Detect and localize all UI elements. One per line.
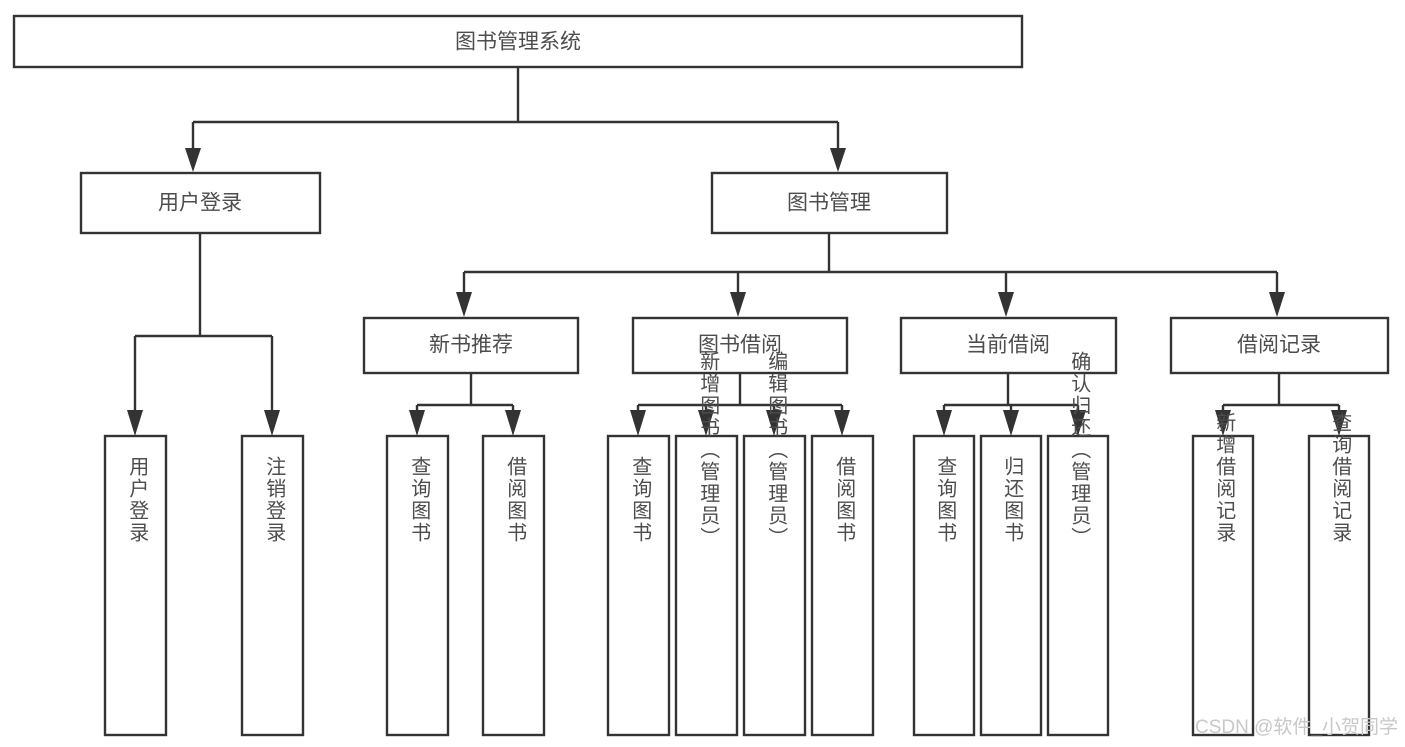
leaf-book-borrow-borrow-box[interactable] xyxy=(810,434,875,737)
node-book-borrow[interactable]: 图书借阅 xyxy=(631,316,849,375)
leaf-current-borrow-query-box[interactable] xyxy=(912,434,976,737)
leaf-book-borrow-query[interactable]: 查询图书 xyxy=(606,434,671,737)
node-root-book-management-system[interactable]: 图书管理系统 xyxy=(12,14,1024,69)
connector-borrow-record-to-leaves xyxy=(1215,373,1347,436)
arrow-head-icon xyxy=(830,148,846,172)
leaf-current-borrow-query-label: 查询图书 xyxy=(934,456,957,544)
arrow-head-icon xyxy=(409,410,425,436)
node-new-book-recommend-label: 新书推荐 xyxy=(429,334,513,357)
leaf-book-borrow-edit[interactable]: 编辑图书（管理员） xyxy=(742,351,807,737)
leaf-current-borrow-confirm[interactable]: 确认归还（管理员） xyxy=(1046,351,1110,737)
arrow-head-icon xyxy=(1331,410,1347,436)
leaf-new-books-query-box[interactable] xyxy=(385,434,450,737)
leaf-book-borrow-add-box[interactable] xyxy=(674,434,739,737)
arrow-head-icon xyxy=(185,148,201,172)
node-borrow-record[interactable]: 借阅记录 xyxy=(1169,316,1390,375)
node-new-book-recommend-box[interactable] xyxy=(362,316,580,375)
node-borrow-record-label: 借阅记录 xyxy=(1237,334,1321,357)
leaf-book-borrow-add[interactable]: 新增图书（管理员） xyxy=(674,351,739,737)
connector-book-borrow-to-leaves xyxy=(630,373,850,436)
leaf-borrow-record-query-box[interactable] xyxy=(1307,434,1371,737)
arrow-head-icon xyxy=(1215,410,1231,436)
leaf-book-borrow-add-label: 新增图书（管理员） xyxy=(697,351,720,549)
leaf-user-login-logout[interactable]: 注销登录 xyxy=(240,434,305,737)
arrow-head-icon xyxy=(505,410,521,436)
watermark-label: CSDN @软件_小贺同学 xyxy=(1195,716,1398,738)
connector-book-manage-to-level3 xyxy=(456,233,1285,317)
leaf-new-books-borrow-label: 借阅图书 xyxy=(504,456,527,544)
node-current-borrow-label: 当前借阅 xyxy=(966,334,1050,357)
leaf-book-borrow-query-label: 查询图书 xyxy=(629,456,652,544)
node-book-management[interactable]: 图书管理 xyxy=(710,171,949,235)
leaf-borrow-record-add-box[interactable] xyxy=(1191,434,1255,737)
leaf-new-books-borrow[interactable]: 借阅图书 xyxy=(481,434,546,737)
arrow-head-icon xyxy=(1003,410,1019,436)
arrow-head-icon xyxy=(766,410,782,436)
leaf-new-books-borrow-box[interactable] xyxy=(481,434,546,737)
connector-root-to-level2 xyxy=(185,67,846,172)
leaf-borrow-record-add-label: 新增借阅记录 xyxy=(1213,412,1236,544)
leaf-current-borrow-return-label: 归还图书 xyxy=(1001,456,1024,544)
leaf-new-books-query[interactable]: 查询图书 xyxy=(385,434,450,737)
leaf-current-borrow-return-box[interactable] xyxy=(979,434,1043,737)
leaf-borrow-record-add[interactable]: 新增借阅记录 xyxy=(1191,412,1255,737)
node-book-borrow-box[interactable] xyxy=(631,316,849,375)
arrow-head-icon xyxy=(1269,292,1285,317)
node-borrow-record-box[interactable] xyxy=(1169,316,1390,375)
leaf-book-borrow-edit-label: 编辑图书（管理员） xyxy=(765,351,788,549)
arrow-head-icon xyxy=(698,410,714,436)
node-book-management-box[interactable] xyxy=(710,171,949,235)
leaf-user-login-logout-box[interactable] xyxy=(240,434,305,737)
arrow-head-icon xyxy=(630,410,646,436)
connector-user-login-to-leaves xyxy=(127,233,280,436)
node-current-borrow[interactable]: 当前借阅 xyxy=(899,316,1118,375)
leaf-current-borrow-return[interactable]: 归还图书 xyxy=(979,434,1043,737)
connector-current-borrow-to-leaves xyxy=(936,373,1086,436)
leaf-borrow-record-query[interactable]: 查询借阅记录 xyxy=(1307,412,1371,737)
leaf-user-login-logout-label: 注销登录 xyxy=(263,456,286,544)
node-user-login-box[interactable] xyxy=(79,171,322,235)
arrow-head-icon xyxy=(998,292,1014,317)
leaf-book-borrow-borrow-label: 借阅图书 xyxy=(833,456,856,544)
node-book-management-label: 图书管理 xyxy=(787,192,871,215)
leaf-user-login-login-label: 用户登录 xyxy=(126,456,149,544)
leaf-book-borrow-edit-box[interactable] xyxy=(742,434,807,737)
node-new-book-recommend[interactable]: 新书推荐 xyxy=(362,316,580,375)
node-current-borrow-box[interactable] xyxy=(899,316,1118,375)
arrow-head-icon xyxy=(730,292,746,317)
leaf-user-login-login-box[interactable] xyxy=(103,434,168,737)
leaf-user-login-login[interactable]: 用户登录 xyxy=(103,434,168,737)
arrow-head-icon xyxy=(936,410,952,436)
leaf-borrow-record-query-label: 查询借阅记录 xyxy=(1329,412,1352,544)
arrow-head-icon xyxy=(834,410,850,436)
leaf-current-borrow-query[interactable]: 查询图书 xyxy=(912,434,976,737)
leaf-book-borrow-query-box[interactable] xyxy=(606,434,671,737)
node-user-login-label: 用户登录 xyxy=(158,192,242,215)
node-user-login[interactable]: 用户登录 xyxy=(79,171,322,235)
arrow-head-icon xyxy=(264,410,280,436)
leaf-new-books-query-label: 查询图书 xyxy=(408,456,431,544)
leaf-book-borrow-borrow[interactable]: 借阅图书 xyxy=(810,434,875,737)
connector-new-books-to-leaves xyxy=(409,373,521,436)
node-book-borrow-label: 图书借阅 xyxy=(698,334,782,357)
leaf-current-borrow-confirm-box[interactable] xyxy=(1046,434,1110,737)
arrow-head-icon xyxy=(456,292,472,317)
leaf-current-borrow-confirm-label: 确认归还（管理员） xyxy=(1068,351,1091,549)
node-root-box[interactable] xyxy=(12,14,1024,69)
arrow-head-icon xyxy=(127,410,143,436)
arrow-head-icon xyxy=(1070,410,1086,436)
node-root-label: 图书管理系统 xyxy=(455,31,581,54)
